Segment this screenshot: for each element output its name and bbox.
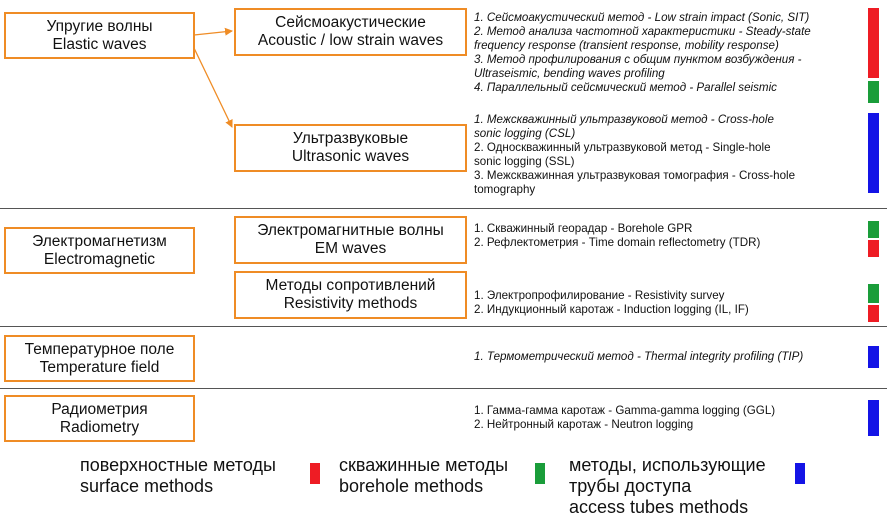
methods-temperature: 1. Термометрический метод - Thermal inte… xyxy=(474,350,803,364)
subcategory-label-ru: Электромагнитные волны xyxy=(257,222,444,239)
legend-label-ru2: трубы доступа xyxy=(569,476,692,496)
method-line: 3. Межскважинная ультразвуковая томограф… xyxy=(474,169,796,182)
method-line: 2. Рефлектометрия - Time domain reflecto… xyxy=(474,236,761,249)
category-label-ru: Упругие волны xyxy=(46,17,153,35)
method-line: Ultraseismic, bending waves profiling xyxy=(474,67,665,80)
category-radiometry: Радиометрия Radiometry xyxy=(4,395,195,442)
method-line: frequency response (transient response, … xyxy=(474,39,779,52)
method-line: 2. Нейтронный каротаж - Neutron logging xyxy=(474,418,694,431)
method-line: 2. Односкважинный ультразвуковой метод -… xyxy=(474,141,771,154)
subcategory-label-ru: Сейсмоакустические xyxy=(275,14,426,31)
legend-surface: поверхностные методы surface methods xyxy=(80,455,276,497)
section-divider xyxy=(0,326,887,327)
legend-borehole: скважинные методы borehole methods xyxy=(339,455,508,497)
method-line: 1. Скважинный георадар - Borehole GPR xyxy=(474,222,693,235)
category-label-en: Electromagnetic xyxy=(43,250,156,268)
methods-em-waves: 1. Скважинный георадар - Borehole GPR 2.… xyxy=(474,222,760,250)
legend-swatch-surface xyxy=(310,463,320,484)
legend-label-ru: скважинные методы xyxy=(339,455,509,475)
methods-ultrasonic: 1. Межскважинный ультразвуковой метод - … xyxy=(474,113,795,197)
methods-resistivity: 1. Электропрофилирование - Resistivity s… xyxy=(474,289,749,317)
subcategory-label-ru: Ультразвуковые xyxy=(292,130,409,147)
subcategory-label-en: Acoustic / low strain waves xyxy=(257,32,444,49)
method-line: 2. Индукционный каротаж - Induction logg… xyxy=(474,303,749,316)
indicator-tubes xyxy=(868,113,879,193)
method-line: sonic logging (CSL) xyxy=(474,127,576,140)
category-label-en: Elastic waves xyxy=(52,35,147,53)
category-elastic-waves: Упругие волны Elastic waves xyxy=(4,12,195,59)
legend-swatch-borehole xyxy=(535,463,545,484)
category-label-en: Radiometry xyxy=(59,418,140,436)
category-label-ru: Электромагнетизм xyxy=(32,232,167,250)
legend-swatch-tubes xyxy=(795,463,805,484)
legend-label-ru: поверхностные методы xyxy=(80,455,276,475)
subcategory-label-en: EM waves xyxy=(314,240,387,257)
method-line: sonic logging (SSL) xyxy=(474,155,575,168)
method-line: 2. Метод анализа частотной характеристик… xyxy=(474,25,811,38)
indicator-borehole xyxy=(868,81,879,103)
subcategory-label-en: Resistivity methods xyxy=(283,295,418,312)
indicator-borehole xyxy=(868,284,879,303)
method-line: 1. Электропрофилирование - Resistivity s… xyxy=(474,289,725,302)
method-line: 1. Термометрический метод - Thermal inte… xyxy=(474,350,804,363)
methods-radiometry: 1. Гамма-гамма каротаж - Gamma-gamma log… xyxy=(474,404,775,432)
arrow-elastic-to-seismo xyxy=(193,27,233,36)
indicator-tubes xyxy=(868,400,879,436)
arrow-elastic-to-ultra xyxy=(193,47,233,128)
category-temperature-field: Температурное поле Temperature field xyxy=(4,335,195,382)
subcategory-ultrasonic: Ультразвуковые Ultrasonic waves xyxy=(234,124,467,172)
legend-label-en: access tubes methods xyxy=(569,497,749,517)
subcategory-label-en: Ultrasonic waves xyxy=(291,148,410,165)
subcategory-seismoacoustic: Сейсмоакустические Acoustic / low strain… xyxy=(234,8,467,56)
method-line: 4. Параллельный сейсмический метод - Par… xyxy=(474,81,777,94)
category-label-ru: Радиометрия xyxy=(51,400,148,418)
method-line: tomography xyxy=(474,183,536,196)
indicator-surface xyxy=(868,8,879,78)
section-divider xyxy=(0,208,887,209)
legend-label-en: borehole methods xyxy=(339,476,484,496)
legend-label-en: surface methods xyxy=(80,476,214,496)
category-electromagnetic: Электромагнетизм Electromagnetic xyxy=(4,227,195,274)
method-line: 1. Сейсмоакустический метод - Low strain… xyxy=(474,11,810,24)
method-line: 1. Гамма-гамма каротаж - Gamma-gamma log… xyxy=(474,404,776,417)
legend-tubes: методы, использующие трубы доступа acces… xyxy=(569,455,766,518)
subcategory-em-waves: Электромагнитные волны EM waves xyxy=(234,216,467,264)
section-divider xyxy=(0,388,887,389)
indicator-tubes xyxy=(868,346,879,368)
method-line: 3. Метод профилирования с общим пунктом … xyxy=(474,53,802,66)
legend-label-ru: методы, использующие xyxy=(569,455,766,475)
subcategory-label-ru: Методы сопротивлений xyxy=(265,277,436,294)
indicator-borehole xyxy=(868,221,879,238)
method-line: 1. Межскважинный ультразвуковой метод - … xyxy=(474,113,774,126)
indicator-surface xyxy=(868,305,879,322)
category-label-ru: Температурное поле xyxy=(24,340,175,358)
subcategory-resistivity: Методы сопротивлений Resistivity methods xyxy=(234,271,467,319)
category-label-en: Temperature field xyxy=(39,358,160,376)
indicator-surface xyxy=(868,240,879,257)
methods-seismoacoustic: 1. Сейсмоакустический метод - Low strain… xyxy=(474,11,811,95)
